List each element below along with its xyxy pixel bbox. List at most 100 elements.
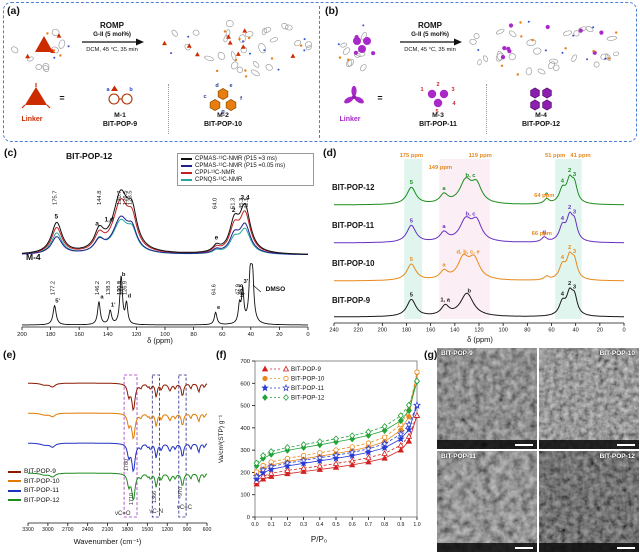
- m1-label: M-1: [114, 112, 126, 119]
- panel-c-label: (c): [4, 147, 17, 159]
- panel-d-label: (d): [323, 147, 337, 159]
- data-point: [381, 427, 388, 434]
- linker-node: [502, 46, 507, 51]
- spectrum-trace: [22, 189, 308, 255]
- peak-assignment: 3': [243, 279, 248, 285]
- peak-assignment: 3: [573, 210, 577, 216]
- bit-pop-11-name: BIT-POP-11: [419, 121, 457, 128]
- highlight-band: [555, 159, 582, 319]
- polymer-ring: [578, 26, 587, 32]
- peak-assignment: 2: [232, 207, 236, 214]
- polymer-ring: [217, 51, 226, 60]
- polymer-ring: [508, 53, 516, 61]
- data-point: [282, 383, 290, 392]
- sem-label: BIT-POP-11: [441, 453, 477, 460]
- linker-node: [599, 30, 604, 35]
- peak-assignment: 4: [561, 292, 565, 298]
- data-point: [300, 468, 307, 474]
- polymer-ring: [265, 64, 273, 71]
- data-point: [315, 456, 324, 465]
- highlight-band: [404, 159, 423, 319]
- sem-image-bit-pop-12: BIT-POP-12: [539, 451, 639, 552]
- peak-value: 130.4: [118, 281, 124, 295]
- highlight-band: [439, 159, 490, 319]
- data-point: [332, 463, 340, 470]
- tick-label: 100: [240, 493, 250, 499]
- equals-sign-b: =: [377, 93, 383, 103]
- linker-node: [240, 44, 246, 49]
- peak-assignment: 2: [568, 245, 571, 251]
- data-point: [332, 454, 340, 462]
- tick-label: 20: [597, 328, 603, 334]
- schemes-divider: [319, 6, 320, 138]
- sem-image-bit-pop-9: BIT-POP-9: [437, 348, 537, 449]
- data-point: [405, 407, 412, 414]
- data-point: [405, 425, 413, 433]
- sem-micrograph: [539, 451, 639, 552]
- monomer-number: 3: [451, 87, 454, 93]
- band-annotation: 1710: [129, 493, 135, 505]
- band-annotation: νC=O: [115, 511, 131, 517]
- data-point: [284, 444, 291, 451]
- peak-assignment: 1,d: [105, 216, 114, 223]
- peak-assignment: 1': [111, 303, 116, 309]
- tick-label: 0.2: [284, 522, 291, 528]
- polymer-ring: [360, 64, 367, 72]
- data-point: [405, 437, 413, 444]
- polymer-ring: [281, 23, 289, 30]
- polymer-ring: [347, 59, 353, 67]
- m3-icon: [433, 98, 443, 108]
- linker-node: [235, 51, 241, 56]
- monomer-letter: g: [221, 109, 224, 115]
- peak-value: 45.5: [239, 284, 245, 295]
- linker-node: [507, 49, 512, 54]
- data-point: [268, 473, 275, 479]
- m4-icon: [542, 87, 552, 99]
- tick-label: 200: [378, 328, 387, 334]
- sem-image-bit-pop-10: BIT-POP-10: [539, 348, 639, 449]
- tick-label: 180: [46, 332, 56, 338]
- ftir-trace: [28, 442, 208, 473]
- m3-icon: [439, 89, 449, 99]
- spectrum-trace: [22, 263, 308, 326]
- conditions-label-b: DCM, 45 °C, 35 min: [404, 47, 456, 53]
- legend-entry: BIT-POP-11: [8, 487, 60, 494]
- tick-label: 0.1: [268, 522, 275, 528]
- panel-f-label: (f): [216, 349, 227, 361]
- m2-icon: [225, 99, 237, 111]
- peak-assignment: 3: [573, 172, 577, 178]
- peak-assignment: 5: [410, 218, 414, 224]
- peak-assignment: 5: [410, 257, 414, 263]
- tick-label: 600: [240, 381, 250, 387]
- data-point: [397, 446, 404, 453]
- data-point: [365, 454, 372, 461]
- peak-assignment: a: [442, 224, 446, 230]
- d-sample-label: BIT-POP-12: [332, 183, 375, 192]
- tick-label: 0.3: [300, 522, 307, 528]
- data-point: [349, 432, 356, 440]
- linker-node: [226, 34, 231, 39]
- polymer-ring: [27, 56, 34, 62]
- data-point: [252, 474, 261, 483]
- legend-label: BIT-POP-10: [291, 376, 325, 383]
- polymer-ring: [340, 42, 347, 48]
- data-point: [261, 383, 269, 392]
- data-point: [414, 377, 420, 385]
- data-point: [365, 432, 372, 439]
- c-legend: CPMAS-¹³C-NMR (P15 =3 ms)CPMAS-¹³C-NMR (…: [177, 153, 314, 186]
- data-point: [259, 465, 267, 474]
- f-xlabel: P/P₀: [310, 535, 328, 544]
- spectrum-trace: [21, 198, 308, 255]
- peak-assignment: a: [95, 220, 99, 227]
- polymer-ring: [571, 54, 577, 62]
- m2-icon: [217, 88, 229, 100]
- sem-label: BIT-POP-10: [599, 350, 635, 357]
- monomer-core: [35, 36, 53, 52]
- scale-bar: [515, 546, 533, 549]
- legend-entry: CPPI-¹³C-NMR: [181, 170, 310, 176]
- peak-assignment: a: [100, 294, 104, 300]
- ftir-trace: [28, 472, 208, 502]
- linker-label-b: Linker: [339, 116, 361, 123]
- tick-label: 220: [353, 328, 362, 334]
- data-point: [406, 414, 412, 420]
